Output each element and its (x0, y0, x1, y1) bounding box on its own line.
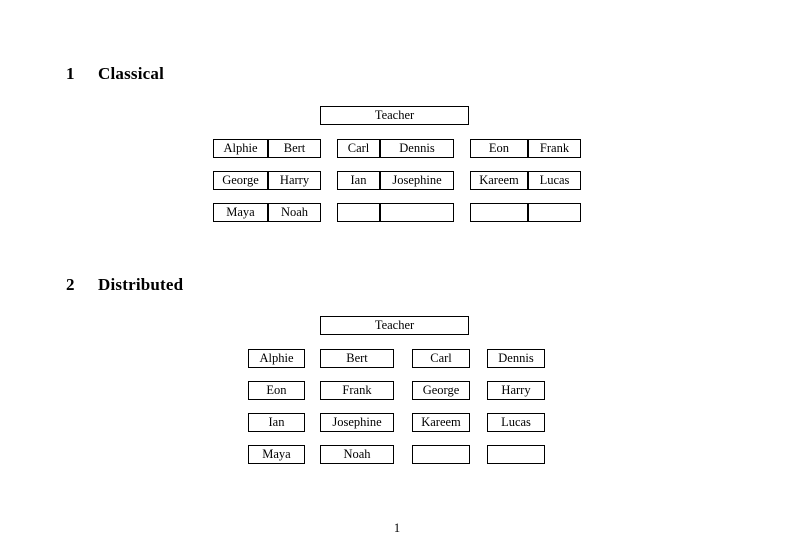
distributed-cell-maya: Maya (248, 445, 305, 464)
classical-cell-kareem: Kareem (470, 171, 528, 190)
classical-cell-carl: Carl (337, 139, 380, 158)
section-number-2: 2 (66, 275, 75, 294)
classical-cell-empty-1 (337, 203, 380, 222)
classical-cell-maya: Maya (213, 203, 268, 222)
classical-cell-ian: Ian (337, 171, 380, 190)
distributed-cell-ian: Ian (248, 413, 305, 432)
classical-cell-josephine: Josephine (380, 171, 454, 190)
classical-cell-empty-2 (380, 203, 454, 222)
distributed-cell-empty-1 (412, 445, 470, 464)
distributed-cell-noah: Noah (320, 445, 394, 464)
classical-cell-noah: Noah (268, 203, 321, 222)
distributed-teacher-box: Teacher (320, 316, 469, 335)
distributed-cell-josephine: Josephine (320, 413, 394, 432)
classical-cell-lucas: Lucas (528, 171, 581, 190)
distributed-cell-eon: Eon (248, 381, 305, 400)
distributed-cell-lucas: Lucas (487, 413, 545, 432)
distributed-cell-frank: Frank (320, 381, 394, 400)
section-heading-classical: 1 Classical (66, 64, 164, 84)
classical-cell-frank: Frank (528, 139, 581, 158)
classical-cell-empty-3 (470, 203, 528, 222)
distributed-cell-alphie: Alphie (248, 349, 305, 368)
distributed-cell-kareem: Kareem (412, 413, 470, 432)
section-title-distributed: Distributed (98, 275, 184, 294)
classical-cell-bert: Bert (268, 139, 321, 158)
distributed-cell-carl: Carl (412, 349, 470, 368)
distributed-cell-bert: Bert (320, 349, 394, 368)
section-number-1: 1 (66, 64, 75, 83)
classical-cell-dennis: Dennis (380, 139, 454, 158)
classical-cell-empty-4 (528, 203, 581, 222)
page-number: 1 (393, 521, 401, 535)
classical-cell-harry: Harry (268, 171, 321, 190)
classical-cell-alphie: Alphie (213, 139, 268, 158)
distributed-cell-empty-2 (487, 445, 545, 464)
section-title-classical: Classical (98, 64, 165, 83)
distributed-cell-dennis: Dennis (487, 349, 545, 368)
section-heading-distributed: 2 Distributed (66, 275, 183, 295)
classical-cell-eon: Eon (470, 139, 528, 158)
distributed-cell-harry: Harry (487, 381, 545, 400)
distributed-cell-george: George (412, 381, 470, 400)
classical-cell-george: George (213, 171, 268, 190)
classical-teacher-box: Teacher (320, 106, 469, 125)
